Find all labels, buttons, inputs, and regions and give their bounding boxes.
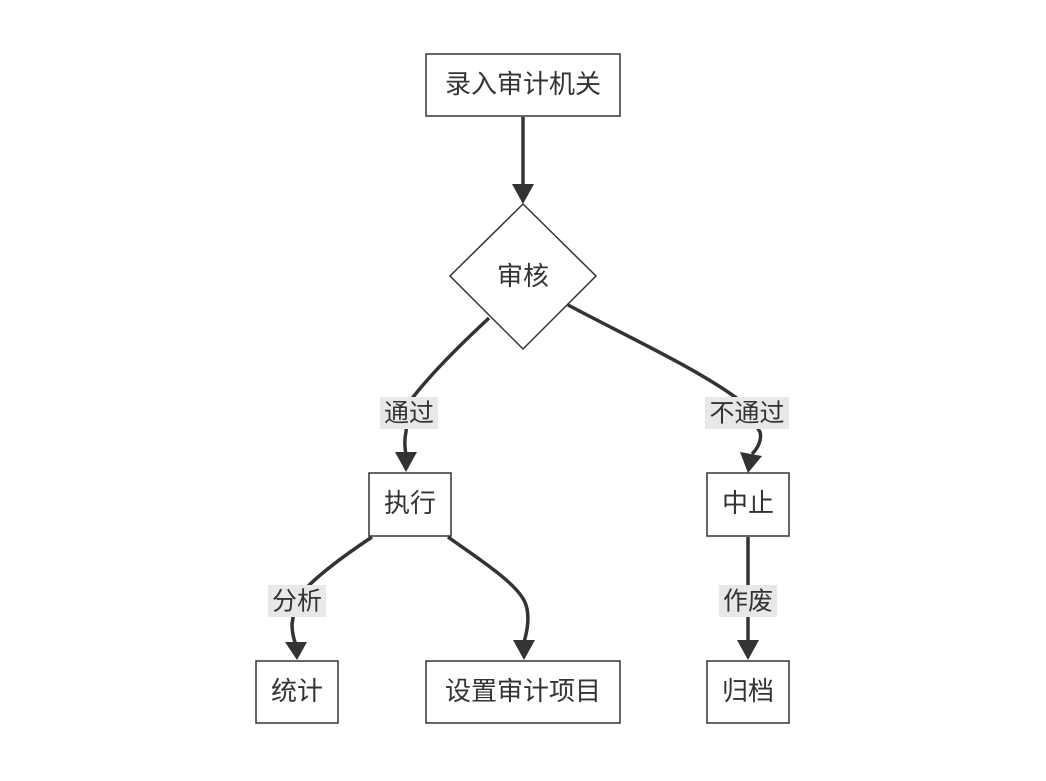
arrowhead-entry-to-review <box>512 184 534 204</box>
edge-label-analyze-text: 分析 <box>272 587 322 616</box>
node-setup-label: 设置审计项目 <box>445 677 601 707</box>
node-execute[interactable]: 执行 <box>368 472 452 537</box>
node-entry-label: 录入审计机关 <box>445 70 601 100</box>
arrowhead-execute-to-stats <box>285 642 307 660</box>
edge-review-to-execute <box>403 316 491 457</box>
edge-label-pass-text: 通过 <box>384 399 434 428</box>
edge-label-fail: 不通过 <box>705 397 789 429</box>
nodes: 录入审计机关 审核 执行 中止 统计 设置审计项目 归档 <box>255 53 790 724</box>
arrowhead-review-to-halt <box>740 452 762 473</box>
arrowhead-review-to-execute <box>395 452 417 472</box>
arrowhead-halt-to-archive <box>737 640 759 660</box>
node-archive[interactable]: 归档 <box>706 660 790 724</box>
node-review-label: 审核 <box>497 262 549 292</box>
edge-label-void: 作废 <box>719 585 777 617</box>
node-halt[interactable]: 中止 <box>706 472 790 537</box>
node-stats-label: 统计 <box>271 677 323 707</box>
edges <box>285 117 763 660</box>
node-halt-label: 中止 <box>722 489 774 519</box>
edge-label-void-text: 作废 <box>723 587 773 616</box>
node-entry[interactable]: 录入审计机关 <box>425 53 621 117</box>
edge-label-pass: 通过 <box>380 397 438 429</box>
node-setup[interactable]: 设置审计项目 <box>425 660 621 724</box>
arrowhead-execute-to-setup <box>513 640 535 660</box>
node-execute-label: 执行 <box>384 489 436 519</box>
node-review-decision[interactable]: 审核 <box>448 202 598 351</box>
node-archive-label: 归档 <box>722 677 774 707</box>
edge-execute-to-setup <box>446 535 530 643</box>
edge-review-to-halt <box>567 303 763 456</box>
edge-label-analyze: 分析 <box>268 585 326 617</box>
node-stats[interactable]: 统计 <box>255 660 339 724</box>
edge-labels: 通过 不通过 分析 作废 <box>268 397 789 617</box>
edge-label-fail-text: 不通过 <box>709 399 784 428</box>
